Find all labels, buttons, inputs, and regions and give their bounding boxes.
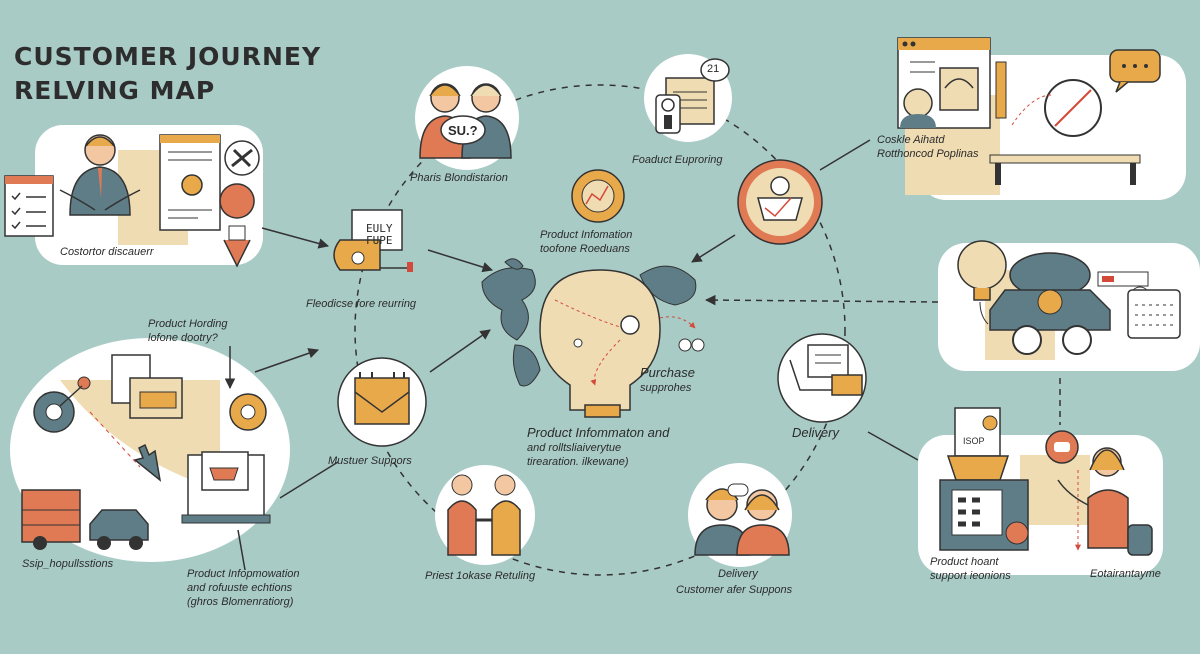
product-support-card bbox=[918, 407, 1163, 575]
delivery-circle bbox=[777, 333, 867, 423]
label-product-info-center-2: toofone Roeduans bbox=[540, 243, 630, 255]
speech-bubble-text: SU.? bbox=[448, 123, 478, 138]
label-product-improv-1: Product Infopmowation bbox=[187, 568, 300, 580]
truck-icon bbox=[21, 489, 81, 543]
location-pin-icon bbox=[219, 183, 255, 219]
label-center-bottom-2: and rolltsliaiverytue bbox=[527, 442, 622, 454]
label-priest-lokase: Priest 1okase Retuling bbox=[425, 570, 536, 582]
shopping-cart-icon bbox=[831, 374, 863, 396]
label-product-improv-3: (ghros Blomenratiorg) bbox=[187, 596, 294, 608]
cursor-arrow-icon bbox=[133, 443, 162, 482]
label-purchase-1: Purchase bbox=[640, 365, 695, 380]
lightbulb-icon bbox=[957, 240, 1007, 290]
customer-discover-card bbox=[4, 125, 263, 268]
eufy-sign-line-2: FUPE bbox=[366, 234, 393, 247]
label-product-improv-2: and rofuuste echtions bbox=[187, 582, 293, 594]
envelope-icon bbox=[354, 377, 410, 425]
label-center-bottom-1: Product Infommaton and bbox=[527, 425, 670, 440]
car-card bbox=[938, 240, 1200, 371]
feedback-sign bbox=[333, 209, 413, 272]
lightbulb-icon bbox=[539, 269, 705, 418]
label-product-euproring: Foaduct Euproring bbox=[632, 154, 723, 166]
page-title: CUSTOMER JOURNEY RELVING MAP bbox=[14, 40, 321, 108]
kiosk-sign-text: ISOP bbox=[963, 436, 985, 446]
label-customer-discover: Costortor discauerr bbox=[60, 246, 154, 258]
journey-loop bbox=[354, 84, 846, 576]
pharis-circle bbox=[415, 66, 519, 170]
shopping-cart-icon bbox=[757, 197, 803, 221]
label-pharis: Pharis Blondistarion bbox=[410, 172, 508, 184]
ship-hopulls-card bbox=[10, 338, 290, 562]
label-cookie-auto: Coskle Aihatd bbox=[877, 134, 945, 146]
basket-circle bbox=[737, 159, 823, 245]
musturer-suppors-circle bbox=[337, 357, 427, 447]
label-delivery-bottom-1: Delivery bbox=[718, 568, 758, 580]
label-product-holding-2: lofone dootry? bbox=[148, 332, 218, 344]
priest-lokase-circle bbox=[435, 465, 535, 565]
label-eotaiante: Eotairantayme bbox=[1090, 568, 1161, 580]
cookie-auto-card bbox=[897, 37, 1186, 200]
title-line-2: RELVING MAP bbox=[14, 76, 216, 105]
calendar-icon bbox=[359, 372, 405, 378]
title-line-1: CUSTOMER JOURNEY bbox=[14, 42, 322, 71]
car-icon bbox=[89, 509, 149, 541]
label-product-support-2: support ieonions bbox=[930, 570, 1011, 582]
label-musturer-suppors: Mustuer Suppors bbox=[328, 455, 412, 467]
speech-bubble-icon bbox=[440, 115, 486, 145]
label-product-info-center-1: Product Infomation bbox=[540, 229, 633, 241]
label-purchase-2: supprohes bbox=[640, 382, 692, 394]
label-product-support-1: Product hoant bbox=[930, 556, 999, 568]
label-feedback-refurn: Fleodicse fore reurring bbox=[306, 298, 417, 310]
label-center-bottom-3: tirearation. ilkewane) bbox=[527, 456, 629, 468]
eufy-sign-line-1: EULY bbox=[366, 222, 393, 235]
label-product-holding-1: Product Hording bbox=[148, 318, 228, 330]
label-ship-hopulls: Ssip_hopullsstions bbox=[22, 558, 114, 570]
label-rothoncod: Rotthoncod Poplinas bbox=[877, 148, 979, 160]
question-bubble-text: 21 bbox=[707, 63, 720, 75]
label-delivery-bottom-2: Customer afer Suppons bbox=[676, 584, 793, 596]
world-map-icon bbox=[481, 258, 697, 387]
gear-circle bbox=[571, 169, 625, 223]
gear-icon bbox=[181, 174, 203, 196]
product-euproring-circle bbox=[644, 54, 732, 142]
label-delivery-right: Delivery bbox=[792, 425, 839, 440]
gear-icon bbox=[982, 415, 998, 431]
delivery-couple-circle bbox=[688, 463, 792, 567]
